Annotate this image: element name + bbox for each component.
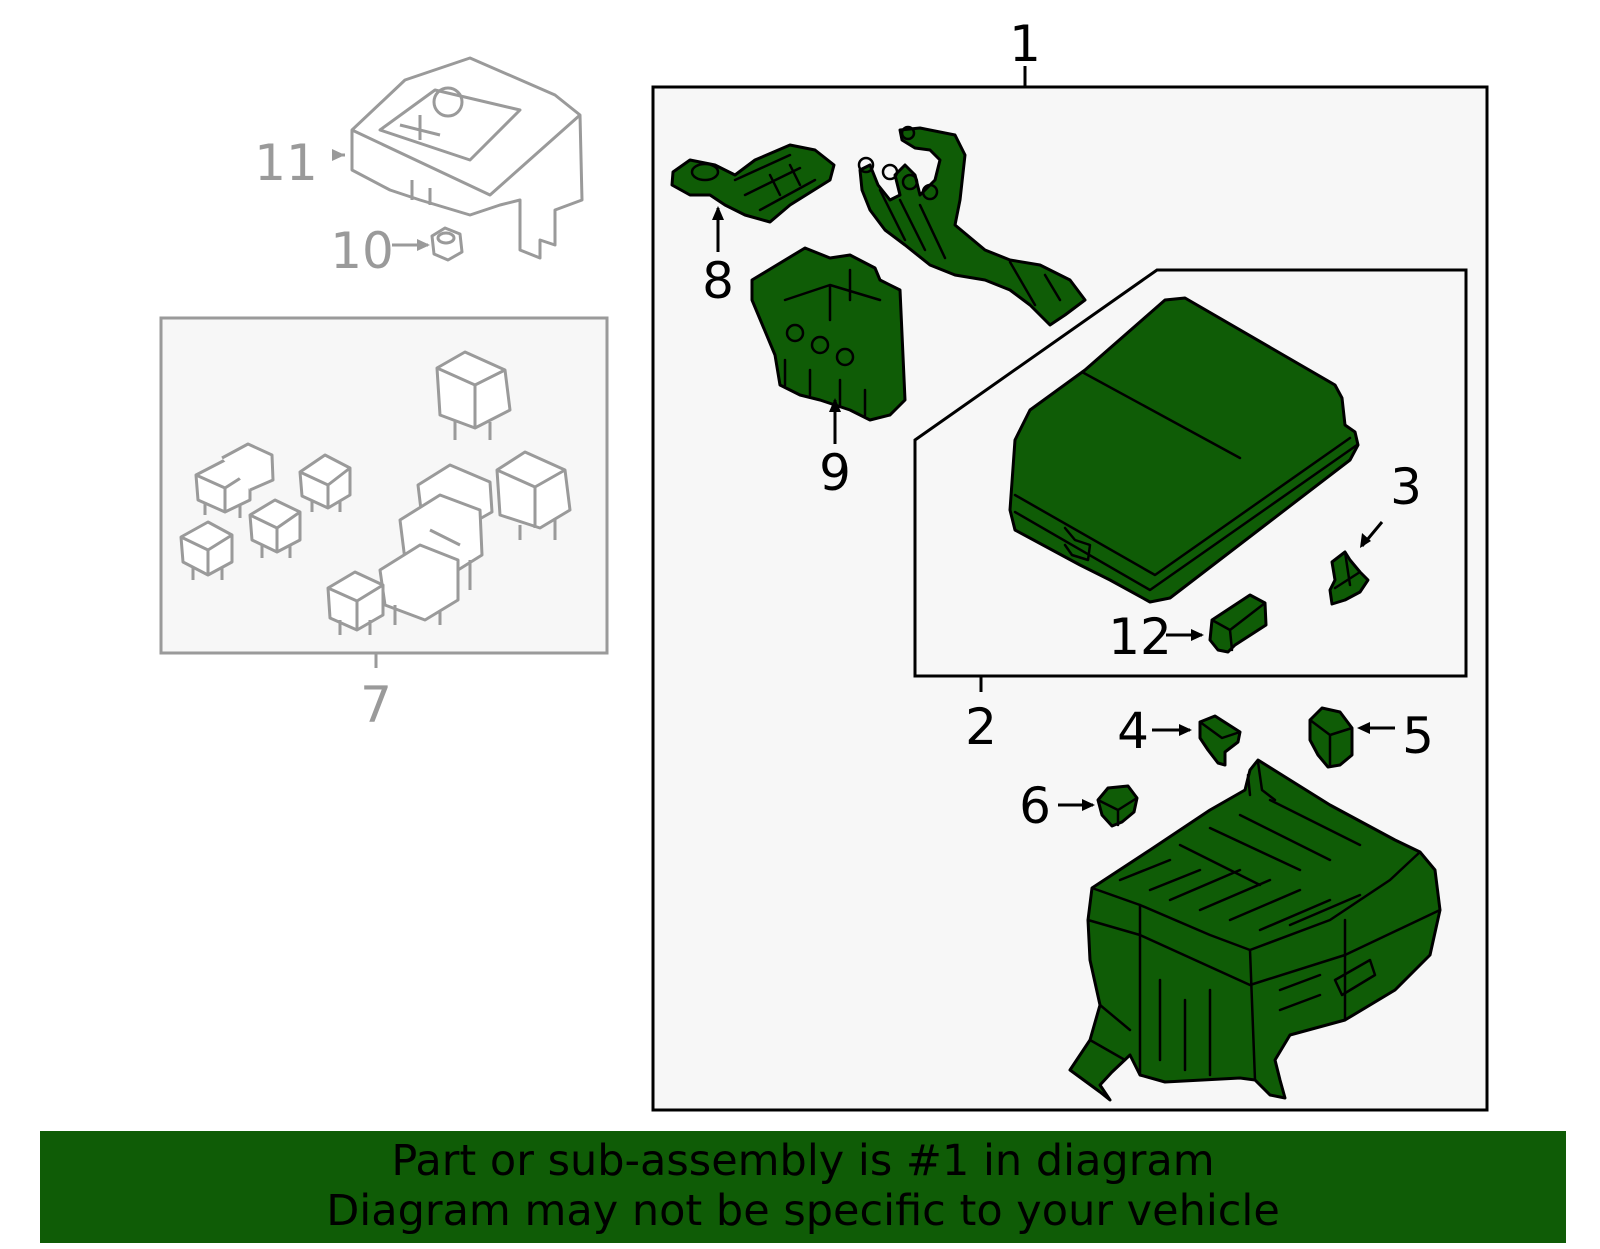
part-3-clip [1328, 550, 1370, 606]
part-fusebox-cover [1008, 296, 1360, 604]
callout-9: 9 [819, 444, 851, 502]
arrow-5-head [1357, 722, 1370, 734]
part-cable-harness [857, 125, 1087, 327]
part-6-fuse [1096, 784, 1139, 828]
callout-12: 12 [1108, 608, 1172, 666]
arrow-11-head [332, 149, 345, 161]
part-4-fuse [1198, 714, 1242, 767]
callout-7: 7 [360, 676, 392, 734]
relay-kit-contents [179, 350, 572, 635]
arrow-12-head [1191, 629, 1204, 641]
callout-8: 8 [702, 252, 734, 310]
part-12-fuse [1208, 593, 1268, 654]
callout-5: 5 [1402, 707, 1434, 765]
callout-6: 6 [1019, 777, 1051, 835]
banner-line-1: Part or sub-assembly is #1 in diagram [391, 1136, 1215, 1186]
arrow-3-head [1360, 533, 1371, 548]
arrow-4-head [1179, 724, 1192, 736]
callout-3: 3 [1390, 458, 1422, 516]
part-11-battery-cover [350, 56, 584, 260]
part-fusebox-body [1068, 758, 1442, 1102]
disclaimer-banner: Part or sub-assembly is #1 in diagram Di… [40, 1131, 1566, 1243]
arrow-8-head [712, 206, 724, 220]
part-8-terminal-cover [670, 143, 836, 224]
callout-1: 1 [1009, 15, 1041, 73]
arrow-6-head [1082, 799, 1095, 811]
part-10-nut [430, 226, 464, 262]
part-9-distribution-block [750, 246, 907, 422]
callout-11: 11 [254, 134, 318, 192]
banner-line-2: Diagram may not be specific to your vehi… [326, 1186, 1280, 1236]
callout-4: 4 [1117, 702, 1149, 760]
arrow-9-head [829, 398, 841, 412]
part-5-fuse [1308, 706, 1354, 769]
callout-2: 2 [965, 698, 997, 756]
callout-10: 10 [330, 222, 394, 280]
arrow-10-head [417, 239, 430, 251]
